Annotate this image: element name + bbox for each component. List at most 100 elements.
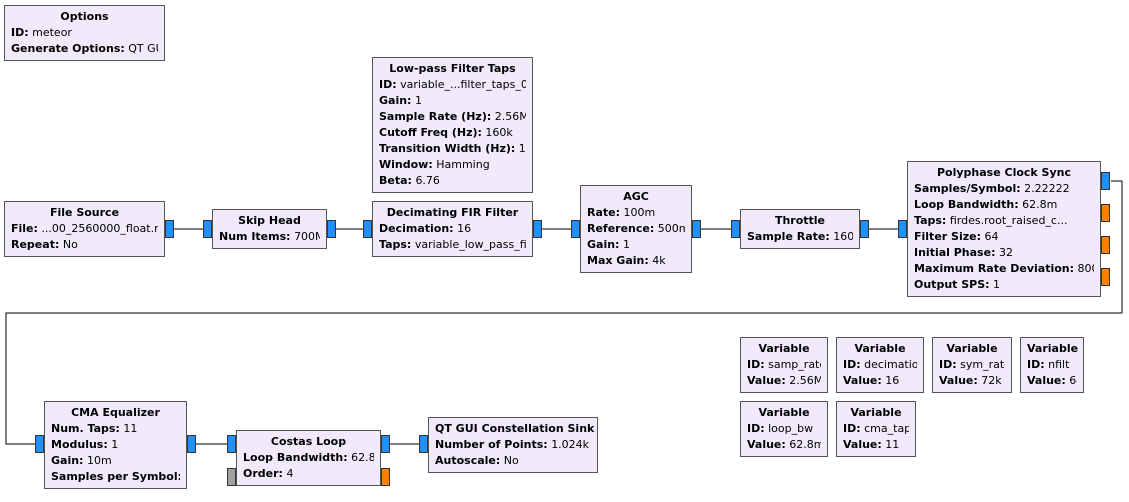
- param-key: Samples/Symbol:: [914, 182, 1021, 195]
- fir-output-port[interactable]: [533, 220, 542, 238]
- costas-message-port[interactable]: [227, 468, 236, 486]
- skip-head-output-port[interactable]: [327, 220, 336, 238]
- param-row: ID: variable_...filter_taps_0: [379, 77, 526, 93]
- param-value: 160k: [833, 230, 853, 243]
- costas-input-port[interactable]: [227, 435, 236, 453]
- param-key: ID:: [1027, 358, 1045, 371]
- param-key: Value:: [747, 438, 786, 451]
- agc-output-port[interactable]: [692, 220, 701, 238]
- param-value: variable_...filter_taps_0: [400, 78, 526, 91]
- param-key: Reference:: [587, 222, 655, 235]
- param-value: 32: [998, 246, 1013, 259]
- param-key: ID:: [939, 358, 957, 371]
- param-row: Order: 4: [243, 466, 374, 482]
- param-row: Samples/Symbol: 2.22222: [914, 181, 1094, 197]
- block-title: Costas Loop: [270, 435, 347, 448]
- agc-input-port[interactable]: [571, 220, 580, 238]
- param-value: 16: [885, 374, 900, 387]
- block-title: Variable: [758, 342, 810, 355]
- param-value: cma_taps: [864, 422, 909, 435]
- block-title: QT GUI Constellation Sink: [435, 422, 595, 435]
- param-value: No: [62, 238, 78, 251]
- param-key: Order:: [243, 467, 283, 480]
- param-value: 1: [622, 238, 630, 251]
- cma-input-port[interactable]: [35, 435, 44, 453]
- param-row: Decimation: 16: [379, 221, 526, 237]
- param-key: Value:: [747, 374, 786, 387]
- param-key: ID:: [747, 358, 765, 371]
- throttle-output-port[interactable]: [860, 220, 869, 238]
- param-value: 10k: [518, 142, 526, 155]
- param-key: Samples per Symbol:: [51, 470, 180, 483]
- param-row: ID: sym_rate: [939, 357, 1005, 373]
- param-key: Gain:: [51, 454, 84, 467]
- param-value: 1: [993, 278, 1001, 291]
- pcs-output-port-1[interactable]: [1101, 204, 1110, 222]
- block-title: Low-pass Filter Taps: [389, 62, 516, 75]
- param-key: Taps:: [379, 238, 412, 251]
- pcs-output-port-0[interactable]: [1101, 172, 1110, 190]
- param-key: Loop Bandwidth:: [243, 451, 348, 464]
- costas-output-port[interactable]: [381, 435, 390, 453]
- param-value: 11: [123, 422, 138, 435]
- fir-input-port[interactable]: [363, 220, 372, 238]
- param-value: 62.8m: [789, 438, 821, 451]
- param-row: Value: 72k: [939, 373, 1005, 389]
- pcs-output-port-2[interactable]: [1101, 236, 1110, 254]
- param-row: Repeat: No: [11, 237, 158, 253]
- param-row: Beta: 6.76: [379, 173, 526, 189]
- file-source-output-port[interactable]: [165, 220, 174, 238]
- block-title: Variable: [854, 342, 906, 355]
- pcs-output-port-3[interactable]: [1101, 268, 1110, 286]
- param-value: variable_low_pass_fi...: [414, 238, 526, 251]
- param-row: Maximum Rate Deviation: 800m: [914, 261, 1094, 277]
- param-key: ID:: [747, 422, 765, 435]
- param-value: 4: [286, 467, 294, 480]
- param-key: Max Gain:: [587, 254, 649, 267]
- skip-head-input-port[interactable]: [203, 220, 212, 238]
- constellation-input-port[interactable]: [419, 435, 428, 453]
- param-key: Gain:: [587, 238, 620, 251]
- param-key: Number of Points:: [435, 438, 548, 451]
- param-value: 500m: [657, 222, 685, 235]
- param-row: Modulus: 1: [51, 437, 180, 453]
- param-key: ID:: [843, 422, 861, 435]
- param-row: Reference: 500m: [587, 221, 685, 237]
- throttle-input-port[interactable]: [731, 220, 740, 238]
- param-row: Transition Width (Hz): 10k: [379, 141, 526, 157]
- param-row: Value: 62.8m: [747, 437, 821, 453]
- param-row: Num Items: 700M: [219, 229, 320, 245]
- costas-float-output-port[interactable]: [381, 468, 390, 486]
- param-value: 11: [885, 438, 900, 451]
- param-key: Sample Rate:: [747, 230, 830, 243]
- pcs-input-port[interactable]: [898, 220, 907, 238]
- param-value: 62.8m: [351, 451, 374, 464]
- param-row: ID: cma_taps: [843, 421, 909, 437]
- param-key: Rate:: [587, 206, 621, 219]
- block-title: Variable: [758, 406, 810, 419]
- param-key: Num. Taps:: [51, 422, 120, 435]
- param-value: Hamming: [436, 158, 490, 171]
- block-title: Throttle: [774, 214, 826, 227]
- cma-output-port[interactable]: [187, 435, 196, 453]
- param-key: Maximum Rate Deviation:: [914, 262, 1075, 275]
